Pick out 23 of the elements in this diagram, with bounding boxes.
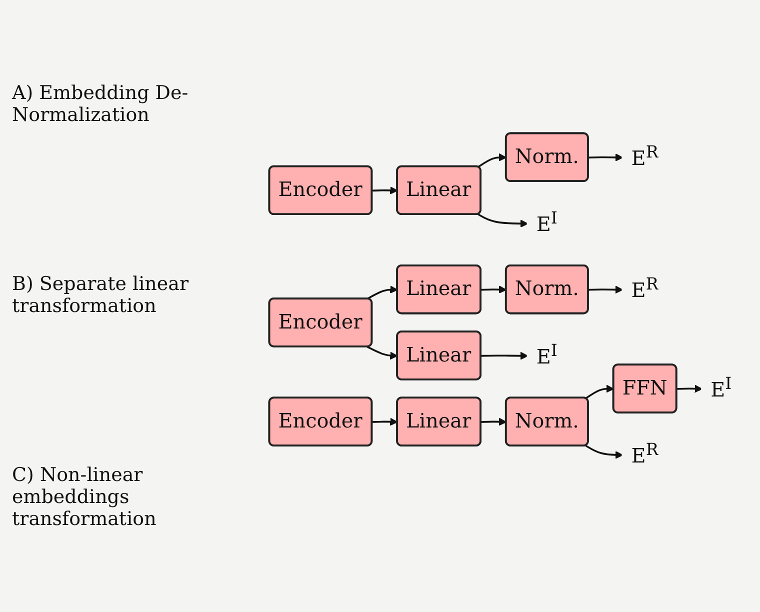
arrow bbox=[366, 346, 398, 360]
arrow bbox=[676, 384, 702, 393]
node-text: E$^{I}$ bbox=[536, 209, 558, 237]
section-heading: B) Separate linear transformation bbox=[12, 272, 190, 317]
arrow bbox=[480, 352, 528, 360]
node-text: E$^{I}$ bbox=[710, 374, 732, 402]
arrow bbox=[588, 286, 624, 294]
section-heading: A) Embedding De-Normalization bbox=[12, 82, 190, 126]
arrow bbox=[588, 154, 624, 162]
node-text: E$^{R}$ bbox=[631, 275, 658, 303]
node-text: E$^{I}$ bbox=[536, 341, 558, 369]
node-text: E$^{R}$ bbox=[631, 143, 658, 171]
node-text: E$^{R}$ bbox=[631, 440, 658, 468]
arrow bbox=[480, 286, 507, 294]
arrow bbox=[585, 444, 624, 460]
arrow bbox=[372, 186, 398, 194]
arrow bbox=[480, 418, 507, 426]
arrow bbox=[478, 153, 507, 168]
section-heading: C) Non-linear embeddings transformation bbox=[12, 464, 158, 530]
arrow bbox=[366, 286, 398, 300]
arrow bbox=[372, 418, 398, 426]
arrow bbox=[585, 384, 614, 400]
arrow bbox=[478, 214, 528, 228]
